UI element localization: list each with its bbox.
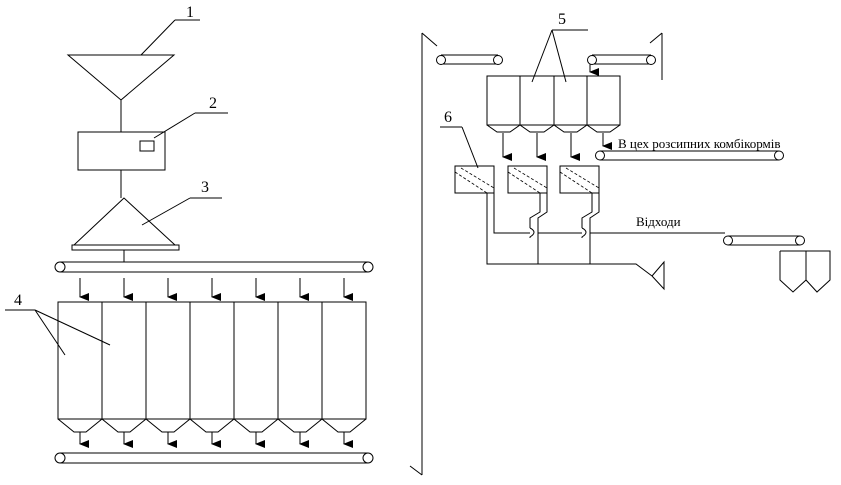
waste-conveyor	[723, 235, 805, 246]
hopper-1	[66, 54, 176, 132]
caption-waste: Відходи	[636, 214, 681, 229]
right-elevator-head	[649, 32, 663, 80]
scale-2	[77, 131, 166, 198]
label-6: 6	[444, 109, 452, 126]
label-1-leader	[140, 19, 200, 56]
bin-outlet-arrows	[79, 432, 353, 448]
bin-inlet-arrows	[79, 278, 353, 301]
elevator	[409, 32, 438, 476]
upper-conveyor	[54, 261, 374, 273]
label-6-leader	[440, 126, 479, 169]
caption-to-workshop: В цех розсипних комбікормів	[618, 136, 781, 151]
bins-5-outlet-arrows	[502, 133, 612, 161]
label-4: 4	[14, 292, 22, 309]
label-5: 5	[558, 11, 566, 28]
distributor-3	[71, 197, 180, 262]
label-1: 1	[186, 4, 194, 21]
lower-conveyor	[54, 452, 374, 464]
workshop-conveyor	[595, 150, 784, 161]
waste-pipes	[486, 193, 725, 291]
storage-bins-4	[57, 301, 367, 433]
label-3: 3	[201, 179, 209, 196]
label-2-leader	[153, 112, 228, 139]
bins-5	[486, 75, 621, 133]
top-conveyor-right	[587, 54, 656, 65]
label-4-leader	[5, 309, 111, 356]
label-3-leader	[141, 197, 222, 226]
waste-bins	[779, 250, 831, 293]
label-5-leader	[531, 29, 588, 83]
label-2: 2	[209, 95, 217, 112]
separators-6	[454, 165, 600, 194]
top-conveyor-left	[436, 54, 503, 65]
